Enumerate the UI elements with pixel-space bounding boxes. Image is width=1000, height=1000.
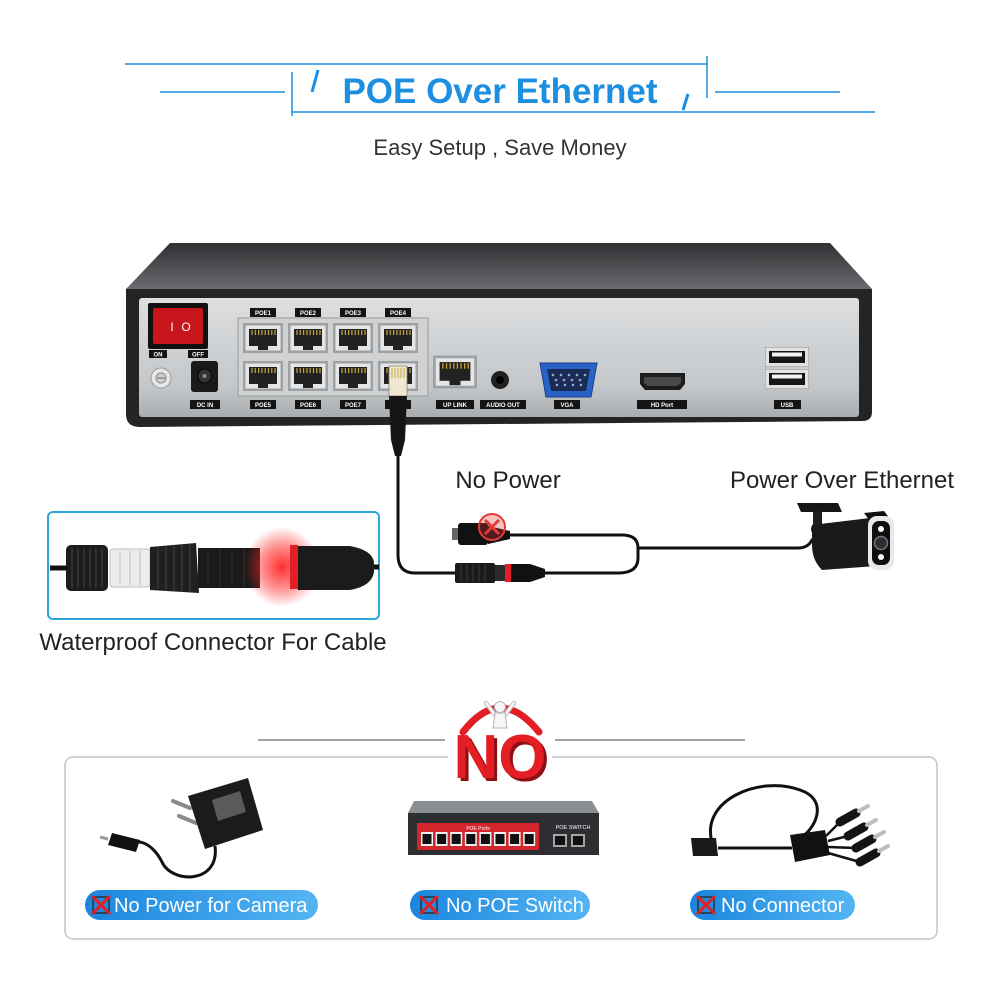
usb-label-box bbox=[774, 400, 801, 409]
nvr-top-cover bbox=[126, 243, 872, 289]
dc-in-label-box bbox=[190, 400, 220, 409]
no-power-label: No Power bbox=[455, 467, 560, 494]
poe-port-3 bbox=[333, 322, 373, 354]
page-title: POE Over Ethernet bbox=[342, 72, 657, 111]
on-label: ON bbox=[154, 353, 163, 359]
poe-cable-assembly: No Power Power Over Ethernet bbox=[388, 365, 954, 583]
title-accent-left bbox=[310, 69, 320, 93]
dc-in-jack: DC IN bbox=[190, 361, 220, 409]
item-label: No Connector bbox=[721, 895, 845, 917]
poe-label-box bbox=[250, 400, 276, 409]
bullet-camera-icon bbox=[797, 503, 894, 570]
poe-port-2 bbox=[288, 322, 328, 354]
hdmi-port: HD Port bbox=[637, 373, 687, 409]
item-pill bbox=[410, 890, 590, 920]
no-badge-text: NO bbox=[454, 723, 547, 792]
poe-port-label: POE3 bbox=[345, 311, 362, 317]
poe-port-4 bbox=[378, 322, 418, 354]
poe-port-label: POE7 bbox=[345, 403, 362, 409]
power-switch-off-glyph: O bbox=[181, 320, 190, 334]
poe-port-1 bbox=[243, 322, 283, 354]
header: POE Over Ethernet Easy Setup , Save Mone… bbox=[125, 56, 875, 160]
off-label-box bbox=[188, 350, 208, 358]
poe-port-5 bbox=[243, 360, 283, 392]
uplink-label-box bbox=[436, 400, 474, 409]
camera-power-branch bbox=[508, 533, 640, 550]
dc-in-label: DC IN bbox=[197, 403, 213, 409]
no-section: NO NO No Power for Camera bbox=[64, 700, 938, 940]
nvr-recorder: I O ON OFF DC IN POE1 bbox=[126, 243, 872, 427]
splitter-cable-icon bbox=[691, 784, 890, 867]
power-switch-on-glyph: I bbox=[170, 320, 173, 334]
poe-switch-ports bbox=[421, 832, 536, 846]
audio-out-label-box bbox=[480, 400, 526, 409]
poe-port-label: POE2 bbox=[300, 311, 317, 317]
poe-label-box bbox=[385, 308, 411, 317]
poe-label-box bbox=[295, 400, 321, 409]
waterproof-connector-icon bbox=[50, 527, 379, 607]
poe-port-6 bbox=[288, 360, 328, 392]
rj45-plug-icon bbox=[388, 365, 408, 456]
off-label: OFF bbox=[192, 353, 204, 359]
header-decor-lines bbox=[125, 56, 875, 116]
nvr-network-cable bbox=[396, 453, 459, 575]
ground-screw-icon bbox=[150, 367, 172, 389]
uplink-rj45-icon bbox=[433, 355, 477, 389]
power-adapter-icon bbox=[99, 778, 263, 879]
poe-port-7 bbox=[333, 360, 373, 392]
no-badge-shadow: NO bbox=[457, 726, 550, 795]
hd-port-label: HD Port bbox=[651, 403, 673, 409]
item-label: No POE Switch bbox=[446, 895, 584, 917]
usb-label: USB bbox=[781, 403, 794, 409]
poe-port-label: POE6 bbox=[300, 403, 317, 409]
poe-label-box bbox=[250, 308, 276, 317]
usb-port-2 bbox=[765, 369, 809, 389]
hd-port-label-box bbox=[637, 400, 687, 409]
poe-label-box bbox=[340, 308, 366, 317]
waterproof-connector-inset: Waterproof Connector For Cable bbox=[39, 511, 387, 656]
poe-port-label: POE1 bbox=[255, 311, 272, 317]
no-badge: NO NO bbox=[448, 700, 552, 795]
usb-ports: USB bbox=[765, 347, 809, 409]
poe-switch-ports-label: POE Ports bbox=[466, 826, 490, 832]
uplink-label: UP LINK bbox=[443, 403, 468, 409]
poe-switch-item: POE Ports POE SWITCH No POE Switch bbox=[408, 801, 599, 920]
x-circle-icon bbox=[478, 513, 506, 541]
vga-label: VGA bbox=[560, 403, 574, 409]
vga-port: VGA bbox=[539, 362, 598, 409]
page-subtitle: Easy Setup , Save Money bbox=[373, 135, 626, 160]
poe-label-box bbox=[340, 400, 366, 409]
camera-lan-branch bbox=[543, 546, 640, 575]
poe-label-box bbox=[295, 308, 321, 317]
person-icon bbox=[483, 700, 517, 729]
uplink-port: UP LINK bbox=[433, 355, 477, 409]
title-accent-right bbox=[681, 93, 690, 111]
camera-main-cable bbox=[636, 538, 814, 550]
inline-waterproof-connector bbox=[455, 563, 545, 583]
inset-caption: Waterproof Connector For Cable bbox=[39, 629, 386, 656]
power-adapter-item: No Power for Camera bbox=[85, 778, 318, 920]
item-pill bbox=[85, 890, 318, 920]
audio-out-label: AUDIO OUT bbox=[486, 403, 520, 409]
poe-port-label: POE4 bbox=[390, 311, 407, 317]
power-over-ethernet-label: Power Over Ethernet bbox=[730, 467, 954, 494]
item-label: No Power for Camera bbox=[114, 895, 308, 917]
power-switch-rocker bbox=[153, 308, 203, 344]
poe-switch-brand-label: POE SWITCH bbox=[556, 825, 591, 831]
on-label-box bbox=[149, 350, 167, 358]
usb-port-1 bbox=[765, 347, 809, 367]
item-pill bbox=[690, 890, 855, 920]
power-switch: I O ON OFF bbox=[148, 303, 208, 359]
splitter-item: No Connector bbox=[690, 784, 890, 920]
audio-out-jack: AUDIO OUT bbox=[480, 371, 526, 409]
poe-port-label: POE5 bbox=[255, 403, 272, 409]
vga-label-box bbox=[554, 400, 580, 409]
poe-switch-icon: POE Ports POE SWITCH bbox=[408, 801, 599, 855]
